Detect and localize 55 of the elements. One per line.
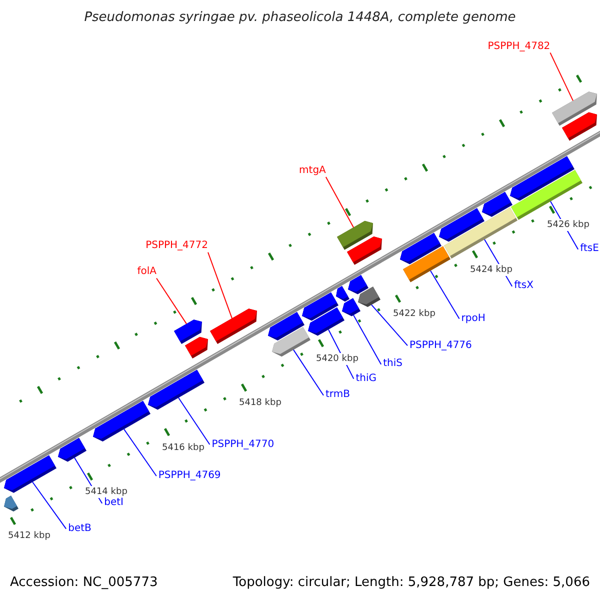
gene-bar [308, 307, 344, 336]
scale-label: 5420 kbp [316, 352, 358, 365]
gene-bar [347, 236, 382, 265]
scale-label: 5412 kbp [8, 530, 50, 542]
scale-label: 5426 kbp [547, 219, 590, 232]
gene-bar [93, 400, 150, 442]
scale-label: 5414 kbp [85, 486, 128, 498]
leader-line [156, 278, 187, 324]
accession-text: Accession: NC_005773 [10, 575, 158, 591]
gene-bar [348, 275, 368, 294]
gene-label: PSPPH_4776 [410, 340, 472, 352]
gene-bar [4, 455, 56, 493]
gene-label: betI [104, 497, 124, 510]
gene-label: ftsE [580, 243, 599, 256]
gene-label: PSPPH_4782 [488, 40, 550, 53]
leader-line [325, 176, 354, 228]
gene-label: thiG [356, 372, 376, 385]
gene-bar [210, 308, 257, 344]
title: Pseudomonas syringae pv. phaseolicola 1448A, complete genome [83, 10, 517, 26]
leader-line [32, 482, 67, 530]
leader-line [550, 52, 574, 102]
gene-label: rpoH [461, 312, 486, 325]
gene-bar [444, 208, 518, 259]
gene-label: betB [68, 522, 92, 535]
leader-line [124, 428, 157, 476]
gene-label: PSPPH_4770 [212, 438, 274, 451]
gene-label: ftsX [514, 280, 534, 292]
gene-bar [342, 298, 360, 316]
gene-bar [511, 170, 582, 220]
leader-line [371, 304, 408, 346]
gene-bar [403, 246, 450, 282]
gene-bar [358, 286, 380, 307]
scale-label: 5422 kbp [393, 308, 436, 320]
gene-label: thiS [383, 358, 402, 370]
gene-label: trmB [326, 389, 350, 402]
leader-line [353, 314, 382, 365]
gene-label: PSPPH_4769 [158, 470, 221, 482]
leader-line [178, 397, 210, 446]
leader-line [208, 252, 232, 319]
leader-line [430, 270, 460, 320]
gene-bar [336, 286, 350, 302]
gene-label: PSPPH_4772 [146, 240, 208, 252]
leader-line [293, 349, 324, 396]
gene-label: mtgA [299, 165, 326, 177]
gene-bar [4, 496, 18, 512]
scale-label: 5418 kbp [239, 397, 282, 410]
scale-label: 5424 kbp [470, 264, 512, 276]
gene-bar [185, 336, 208, 358]
genome-summary: Topology: circular; Length: 5,928,787 bp; Genes: 5,066 [232, 575, 590, 591]
gene-bar [562, 112, 597, 141]
gene-bar [58, 438, 86, 462]
gene-bar [272, 327, 310, 357]
gene-label: folA [137, 266, 156, 278]
gene-bar [148, 370, 204, 410]
scale-label: 5416 kbp [162, 442, 204, 454]
